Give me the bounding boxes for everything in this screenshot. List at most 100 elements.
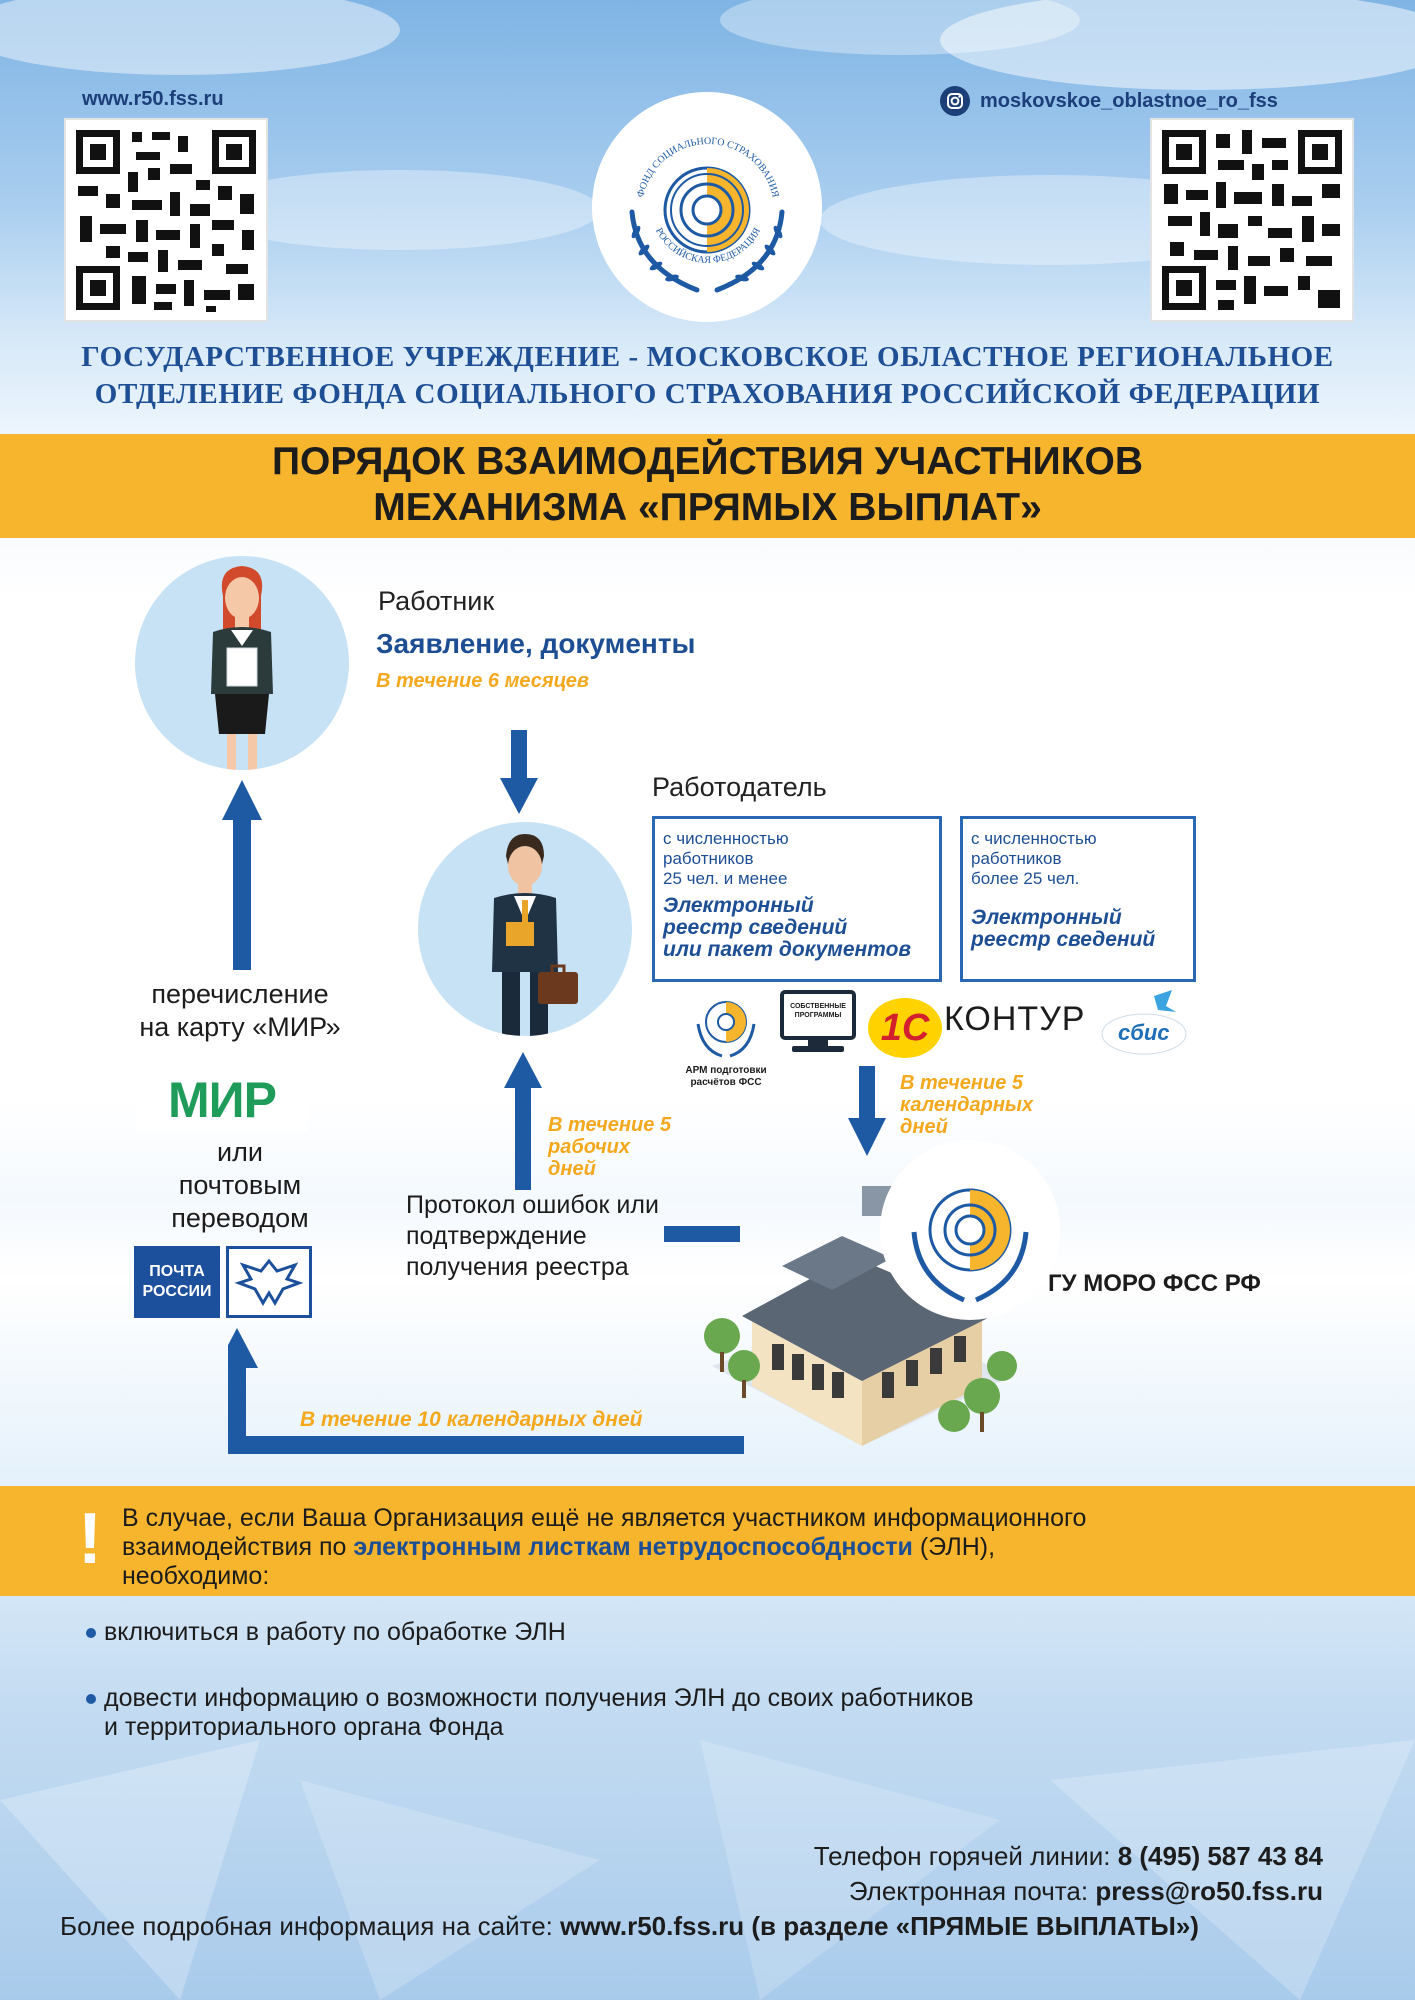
notice-line3: необходимо: xyxy=(122,1562,270,1590)
site-url[interactable]: www.r50.fss.ru xyxy=(82,88,224,110)
employer-label: Работодатель xyxy=(652,772,827,802)
box2-bold1: Электронный xyxy=(971,906,1122,929)
post-2: РОССИИ xyxy=(142,1283,212,1300)
payment-term: В течение 10 календарных дней xyxy=(300,1408,643,1431)
org-title-line2: ОТДЕЛЕНИЕ ФОНДА СОЦИАЛЬНОГО СТРАХОВАНИЯ … xyxy=(94,378,1321,410)
instagram-link[interactable]: moskovskoe_oblastnoe_ro_fss xyxy=(940,86,1278,116)
arrow-worker-to-employer xyxy=(500,730,538,814)
box1-line1: с численностью xyxy=(663,829,789,848)
to-fss-term-1: В течение 5 xyxy=(900,1072,1024,1094)
footer-site: Более подробная информация на сайте: www… xyxy=(60,1911,1199,1942)
back-term: В течение 5 рабочих дней xyxy=(548,1114,671,1180)
bullet-2: довести информацию о возможности получен… xyxy=(86,1684,974,1742)
transfer-text: перечисление на карту «МИР» xyxy=(90,978,390,1044)
decor-triangles xyxy=(0,1740,1415,2000)
transfer-1: перечисление xyxy=(151,979,329,1009)
employer-avatar xyxy=(418,822,632,1036)
email-link[interactable]: press@ro50.fss.ru xyxy=(1095,1876,1323,1906)
back-term-1: В течение 5 xyxy=(548,1114,672,1136)
bullet-2-text-1: довести информацию о возможности получен… xyxy=(104,1684,974,1712)
notice-text: В случае, если Ваша Организация ещё не я… xyxy=(122,1504,1362,1591)
site-link[interactable]: www.r50.fss.ru (в разделе «ПРЯМЫЕ ВЫПЛАТ… xyxy=(560,1911,1199,1941)
worker-label: Работник xyxy=(378,586,495,616)
banner-line2: МЕХАНИЗМА «ПРЯМЫХ ВЫПЛАТ» xyxy=(373,486,1042,529)
notice-mark: ! xyxy=(78,1499,102,1579)
postal-2: переводом xyxy=(171,1203,309,1233)
phone-number[interactable]: 8 (495) 587 43 84 xyxy=(1117,1841,1323,1871)
arrow-fss-to-worker xyxy=(216,1328,744,1458)
org-title-line1: ГОСУДАРСТВЕННОЕ УЧРЕЖДЕНИЕ - МОСКОВСКОЕ … xyxy=(81,341,1334,373)
box2-line2: работников xyxy=(971,849,1062,868)
arm-fss-logo: АРМ подготовки расчётов ФСС xyxy=(676,990,776,1100)
mir-text: МИР xyxy=(168,1072,277,1128)
arm-label-1: АРМ подготовки xyxy=(685,1065,767,1076)
qr-code-site[interactable] xyxy=(64,118,268,322)
notice-line2: взаимодействия по электронным листкам не… xyxy=(122,1533,1362,1562)
post-1: ПОЧТА xyxy=(149,1263,205,1280)
instagram-handle: moskovskoe_oblastnoe_ro_fss xyxy=(980,89,1278,112)
onec-logo: 1С xyxy=(868,998,942,1058)
arm-label-2: расчётов ФСС xyxy=(690,1077,762,1088)
own-programs-2: ПРОГРАММЫ xyxy=(794,1012,842,1019)
employer-box-small: с численностью работников 25 чел. и мене… xyxy=(652,816,942,982)
or-text: или xyxy=(217,1137,263,1167)
to-fss-term-3: дней xyxy=(900,1116,948,1138)
notice-line2-post: (ЭЛН), xyxy=(912,1533,996,1561)
sbis-logo: сбис xyxy=(1098,990,1190,1056)
postal-1: почтовым xyxy=(178,1170,302,1200)
eagle-icon xyxy=(226,1246,312,1318)
box1-line3: 25 чел. и менее xyxy=(663,869,788,888)
banner-line1: ПОРЯДОК ВЗАИМОДЕЙСТВИЯ УЧАСТНИКОВ xyxy=(271,440,1144,483)
arrow-payment-to-worker xyxy=(222,780,262,970)
protocol-1: Протокол ошибок или xyxy=(406,1191,659,1219)
site-label: Более подробная информация на сайте: xyxy=(60,1911,561,1941)
fss-logo: ФОНД СОЦИАЛЬНОГО СТРАХОВАНИЯ РОССИЙСКАЯ … xyxy=(592,92,822,322)
mir-logo: МИР xyxy=(136,1068,308,1132)
protocol-text: Протокол ошибок или подтверждение получе… xyxy=(406,1190,659,1283)
sbis-text: сбис xyxy=(1118,1020,1170,1045)
worker-action: Заявление, документы xyxy=(376,628,696,659)
postal-text: или почтовым переводом xyxy=(90,1136,390,1235)
phone-label: Телефон горячей линии: xyxy=(813,1841,1118,1871)
box2-line1: с численностью xyxy=(971,829,1097,848)
fss-building-logo xyxy=(880,1140,1060,1320)
to-fss-term-2: календарных xyxy=(900,1094,1034,1116)
bullet-dot-icon xyxy=(86,1627,96,1638)
arrow-fss-to-employer xyxy=(504,1052,542,1190)
email-label: Электронная почта: xyxy=(848,1876,1096,1906)
box1-bold1: Электронный xyxy=(663,894,814,917)
footer-email: Электронная почта: press@ro50.fss.ru xyxy=(849,1876,1323,1907)
to-fss-term: В течение 5 календарных дней xyxy=(900,1072,1033,1138)
back-term-2: рабочих xyxy=(548,1136,630,1158)
notice-line2-pre: взаимодействия по xyxy=(122,1533,354,1561)
title-banner: ПОРЯДОК ВЗАИМОДЕЙСТВИЯ УЧАСТНИКОВ МЕХАНИ… xyxy=(0,434,1415,538)
kontur-logo: КОНТУР xyxy=(944,1000,1085,1039)
transfer-2: на карту «МИР» xyxy=(139,1012,341,1042)
bullet-1-text: включиться в работу по обработке ЭЛН xyxy=(104,1618,566,1646)
box1-bold3: или пакет документов xyxy=(663,938,912,961)
bullet-1: включиться в работу по обработке ЭЛН xyxy=(86,1618,566,1647)
instagram-icon xyxy=(940,86,970,116)
notice-band: ! В случае, если Ваша Организация ещё не… xyxy=(0,1486,1415,1596)
box1-line2: работников xyxy=(663,849,754,868)
kontur-text: КОНТУР xyxy=(944,1000,1086,1038)
sky-clouds xyxy=(0,0,1415,265)
russian-post-logo: ПОЧТА РОССИИ xyxy=(134,1246,220,1318)
worker-avatar xyxy=(135,556,349,770)
onec-text: 1С xyxy=(880,1006,930,1049)
qr-code-instagram[interactable] xyxy=(1150,118,1354,322)
own-programs-1: СОБСТВЕННЫЕ xyxy=(790,1003,846,1010)
notice-eln-link: электронным листкам нетрудоспособдности xyxy=(353,1533,913,1561)
back-term-3: дней xyxy=(548,1158,596,1180)
box1-bold2: реестр сведений xyxy=(663,916,848,939)
notice-line1: В случае, если Ваша Организация ещё не я… xyxy=(122,1504,1087,1532)
employer-box-large: с численностью работников более 25 чел. … xyxy=(960,816,1196,982)
worker-term: В течение 6 месяцев xyxy=(376,670,590,692)
protocol-2: подтверждение xyxy=(406,1222,587,1250)
fss-name: ГУ МОРО ФСС РФ xyxy=(1048,1270,1261,1297)
fss-building xyxy=(692,1166,1022,1466)
box2-bold2: реестр сведений xyxy=(971,928,1156,951)
bullet-2-text-2: и территориального органа Фонда xyxy=(104,1713,504,1741)
bullet-dot-icon xyxy=(86,1693,96,1704)
